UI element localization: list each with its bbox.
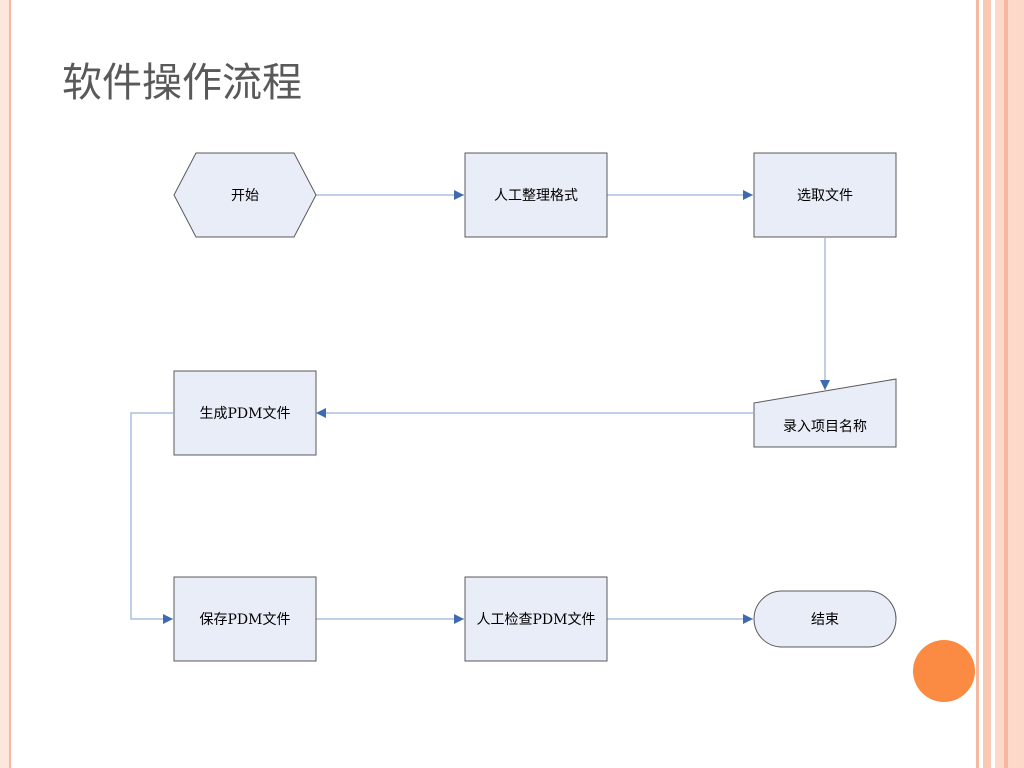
node-enter-project-name: 录入项目名称 <box>753 378 897 448</box>
node-end-shape <box>753 590 897 648</box>
connectors <box>130 190 830 624</box>
slide-title: 软件操作流程 <box>62 60 302 106</box>
left-border-line <box>9 0 11 768</box>
node-save-pdm: 保存PDM文件 <box>173 576 317 662</box>
node-manual-check-pdm-shape <box>464 576 608 662</box>
node-end: 结束 <box>753 590 897 648</box>
node-start-shape <box>173 152 317 238</box>
node-save-pdm-label: 保存PDM文件 <box>200 612 291 628</box>
node-generate-pdm-shape <box>173 370 317 456</box>
node-generate-pdm: 生成PDM文件 <box>173 370 317 456</box>
node-end-label: 结束 <box>811 612 839 628</box>
node-manual-check-pdm-label: 人工检查PDM文件 <box>477 612 596 628</box>
node-select-file-label: 选取文件 <box>797 188 853 204</box>
connector-generate-to-save <box>130 412 173 624</box>
node-select-file: 选取文件 <box>753 152 897 238</box>
right-border-stripe-middle <box>983 0 991 768</box>
node-manual-format-shape <box>464 152 608 238</box>
node-save-pdm-shape <box>173 576 317 662</box>
node-manual-format-label: 人工整理格式 <box>494 188 578 204</box>
node-enter-project-name-label: 录入项目名称 <box>783 419 867 435</box>
node-select-file-shape <box>753 152 897 238</box>
right-border-stripe-inner <box>976 0 979 768</box>
node-generate-pdm-label: 生成PDM文件 <box>200 406 291 422</box>
node-start: 开始 <box>173 152 317 238</box>
right-border-stripe-outer <box>995 0 1024 768</box>
left-border-stripe <box>0 0 11 768</box>
node-enter-project-name-shape <box>753 378 897 448</box>
right-border-line <box>1004 0 1008 768</box>
node-start-label: 开始 <box>231 188 259 204</box>
accent-dot <box>913 640 975 702</box>
node-manual-check-pdm: 人工检查PDM文件 <box>464 576 608 662</box>
node-manual-format: 人工整理格式 <box>464 152 608 238</box>
